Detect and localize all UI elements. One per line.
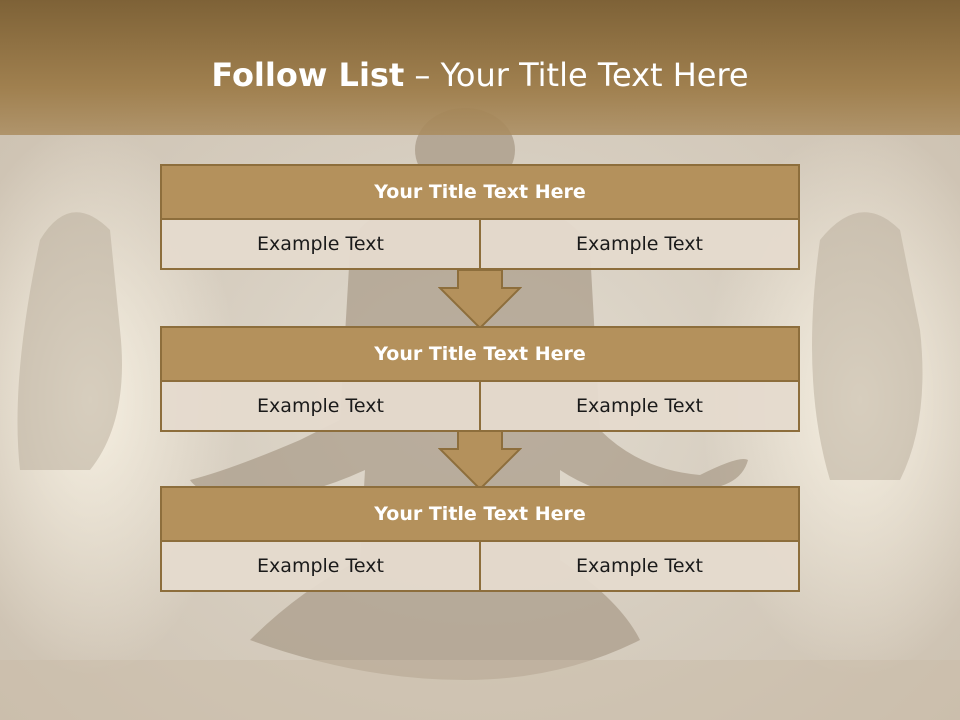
down-arrow-icon: [438, 270, 522, 330]
slide-title: Follow List – Your Title Text Here: [0, 56, 960, 94]
block-cell-right: Example Text: [481, 382, 800, 432]
block-cell-left: Example Text: [160, 220, 481, 270]
block-title: Your Title Text Here: [160, 326, 800, 382]
slide-title-bold: Follow List: [211, 56, 405, 94]
block-row: Example Text Example Text: [160, 382, 800, 432]
block-cell-left: Example Text: [160, 542, 481, 592]
down-arrow-icon: [438, 431, 522, 491]
block-cell-right: Example Text: [481, 220, 800, 270]
block-title: Your Title Text Here: [160, 164, 800, 220]
block-title: Your Title Text Here: [160, 486, 800, 542]
follow-block-2: Your Title Text Here Example Text Exampl…: [160, 326, 800, 432]
header-band: [0, 0, 960, 135]
block-cell-right: Example Text: [481, 542, 800, 592]
block-row: Example Text Example Text: [160, 542, 800, 592]
block-row: Example Text Example Text: [160, 220, 800, 270]
follow-block-1: Your Title Text Here Example Text Exampl…: [160, 164, 800, 270]
slide-title-rest: – Your Title Text Here: [404, 56, 749, 94]
block-cell-left: Example Text: [160, 382, 481, 432]
follow-block-3: Your Title Text Here Example Text Exampl…: [160, 486, 800, 592]
